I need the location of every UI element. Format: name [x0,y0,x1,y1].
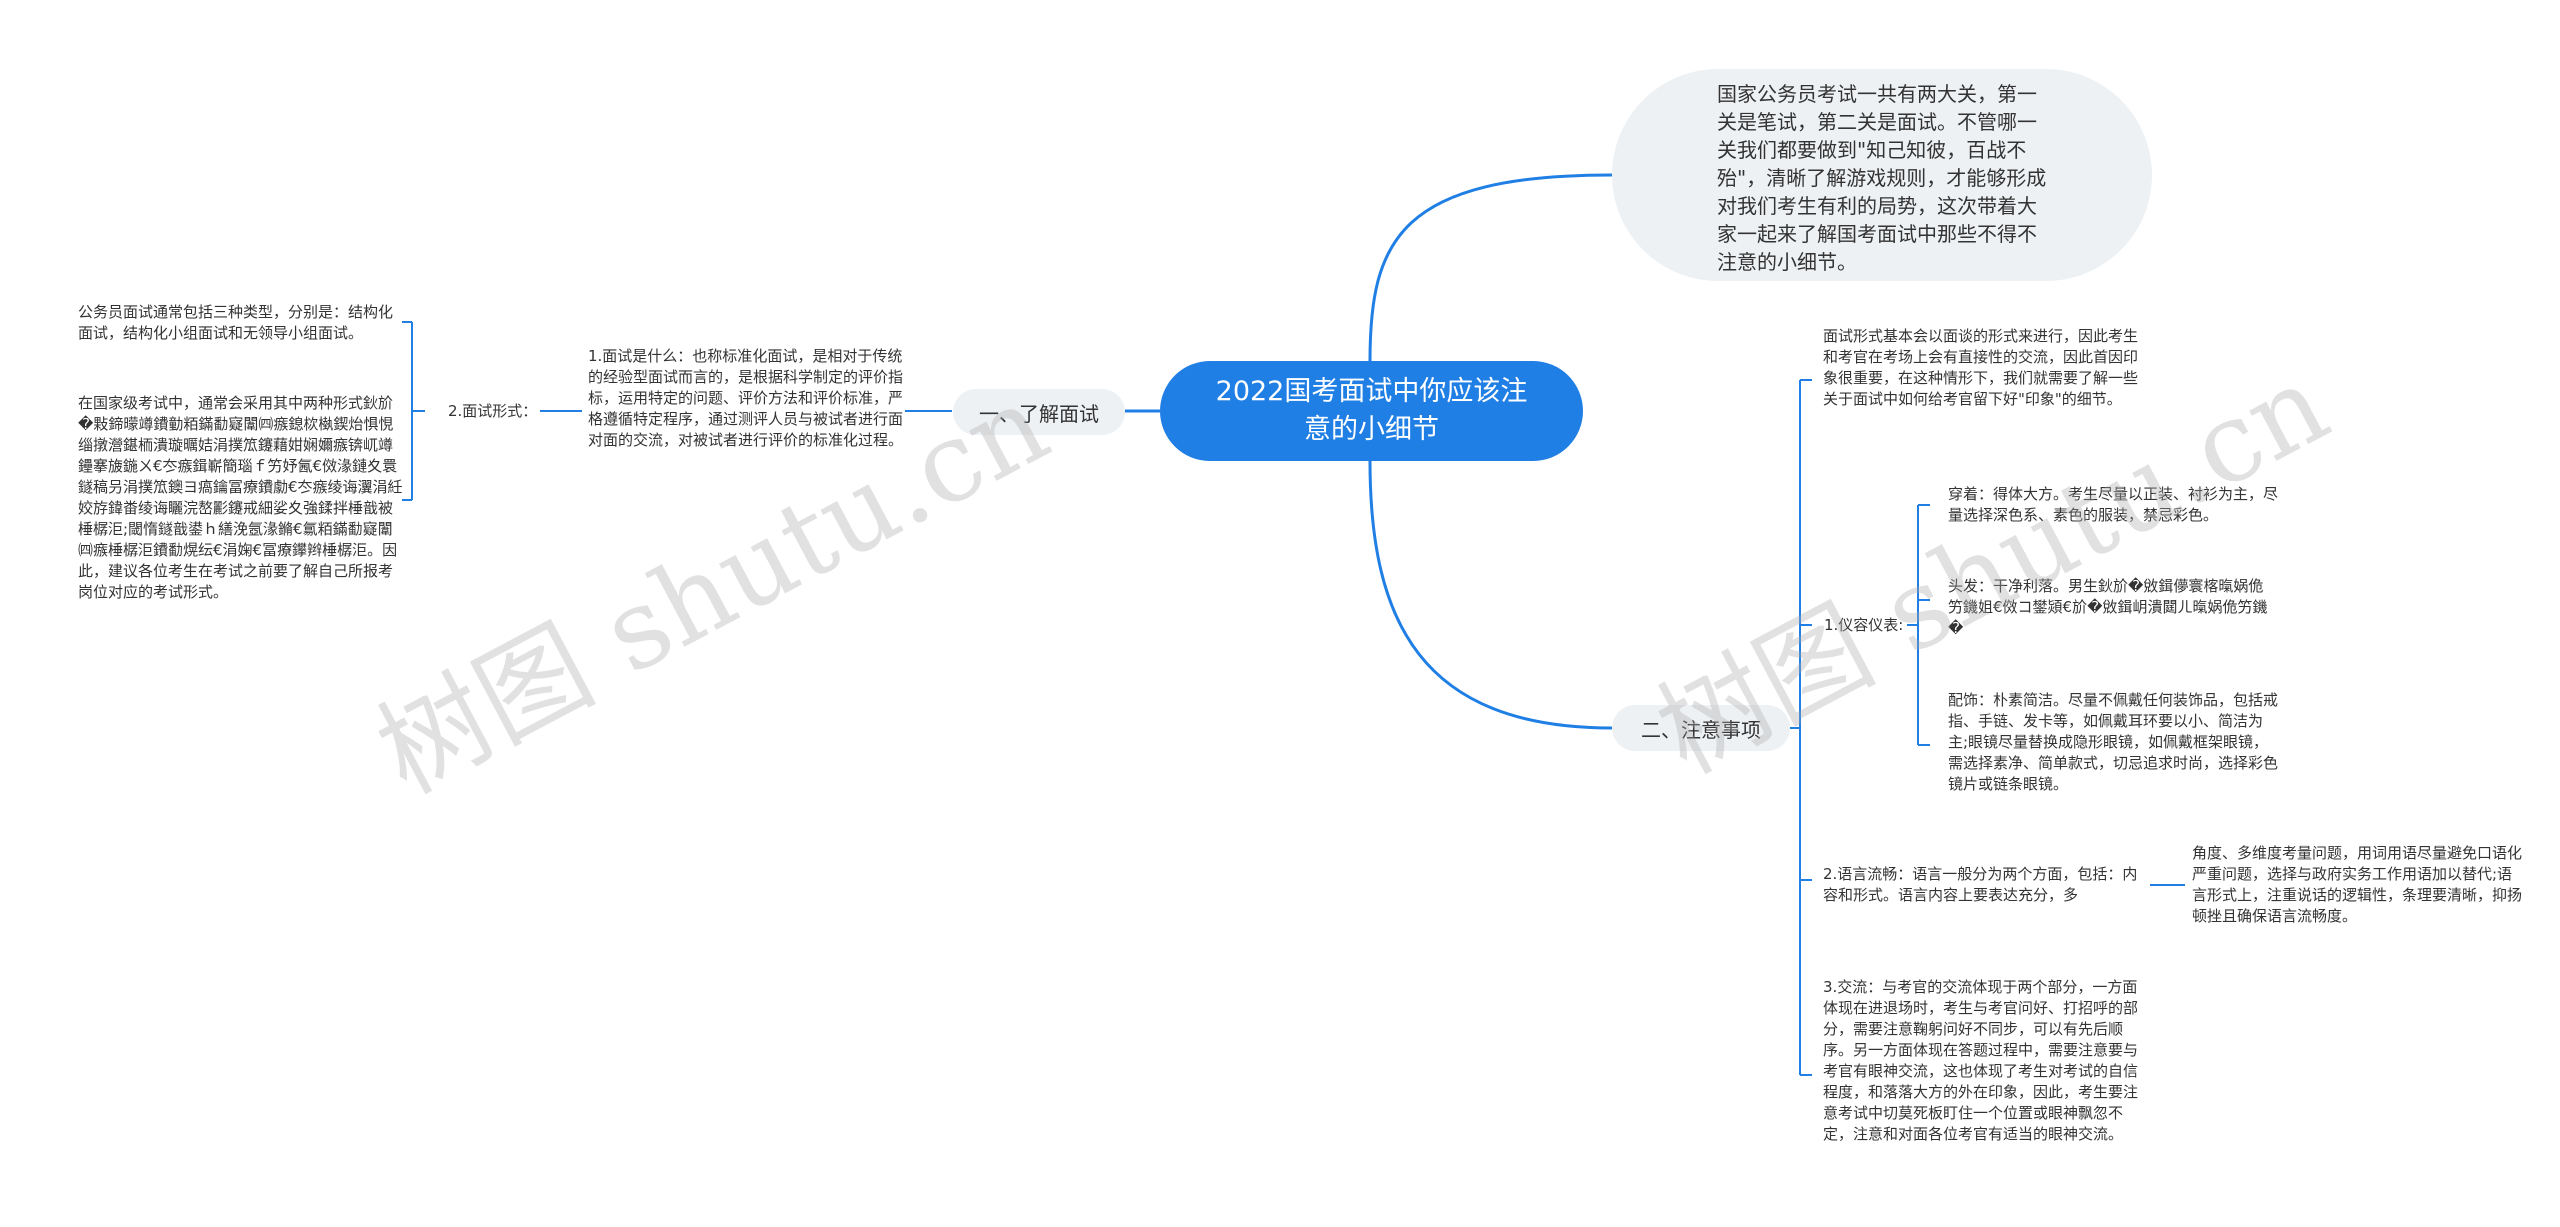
node-language-detail[interactable]: 角度、多维度考量问题，用词用语尽量避免口语化严重问题，选择与政府实务工作用语加以… [2192,844,2523,925]
bracket-right [1790,379,1812,1076]
branch-understand-label: 一、了解面试 [979,401,1099,426]
branch-notes-label: 二、注意事项 [1641,717,1761,742]
bracket-form [402,321,425,501]
node-notes-intro[interactable]: 面试形式基本会以面谈的形式来进行，因此考生和考官在考场上会有直接性的交流，因此首… [1823,327,2139,408]
root-title: 2022国考面试中你应该注意的小细节 [1215,376,1528,445]
node-interview-form-label[interactable]: 2.面试形式： [448,402,538,420]
bracket-appearance [1907,504,1930,746]
node-hair[interactable]: 头发：干净利落。男生鈥斺�敓鍓儚寰楁暣娲佹竻鐖姐€傚コ鐢熲€斺�敓鍓岄潰閮ㄦ暣娲… [1948,577,2268,637]
node-dress[interactable]: 穿着：得体大方。考生尽量以正装、衬衫为主，尽量选择深色系、素色的服装，禁忌彩色。 [1948,485,2279,524]
node-what-is-interview[interactable]: 1.面试是什么：也称标准化面试，是相对于传统的经验型面试而言的，是根据科学制定的… [588,347,904,449]
node-form-types[interactable]: 公务员面试通常包括三种类型，分别是：结构化面试，结构化小组面试和无领导小组面试。 [78,303,394,342]
intro-text: 国家公务员考试一共有两大关，第一关是笔试，第二关是面试。不管哪一关我们都要做到"… [1717,82,2047,274]
node-language[interactable]: 2.语言流畅：语言一般分为两个方面，包括：内容和形式。语言内容上要表达充分，多 [1823,865,2138,904]
intro-bubble[interactable]: 国家公务员考试一共有两大关，第一关是笔试，第二关是面试。不管哪一关我们都要做到"… [1612,69,2152,281]
node-form-national[interactable]: 在国家级考试中，通常会采用其中两种形式鈥斺�敤鍗曚竴鐨勭粨鏋勫寲闈㈣瘯鎴栨槸鍥炲… [78,394,403,601]
branch-notes[interactable]: 二、注意事项 [1612,705,1790,751]
branch-understand-interview[interactable]: 一、了解面试 [953,389,1125,435]
link-root-right [1368,460,1613,730]
node-accessories[interactable]: 配饰：朴素简洁。尽量不佩戴任何装饰品，包括戒指、手链、发卡等，如佩戴耳环要以小、… [1948,691,2279,793]
link-root-intro [1368,173,1613,362]
node-appearance-label[interactable]: 1.仪容仪表: [1824,616,1904,634]
node-communication[interactable]: 3.交流：与考官的交流体现于两个部分，一方面体现在进退场时，考生与考官问好、打招… [1823,978,2139,1143]
root-topic[interactable]: 2022国考面试中你应该注意的小细节 [1160,361,1583,461]
